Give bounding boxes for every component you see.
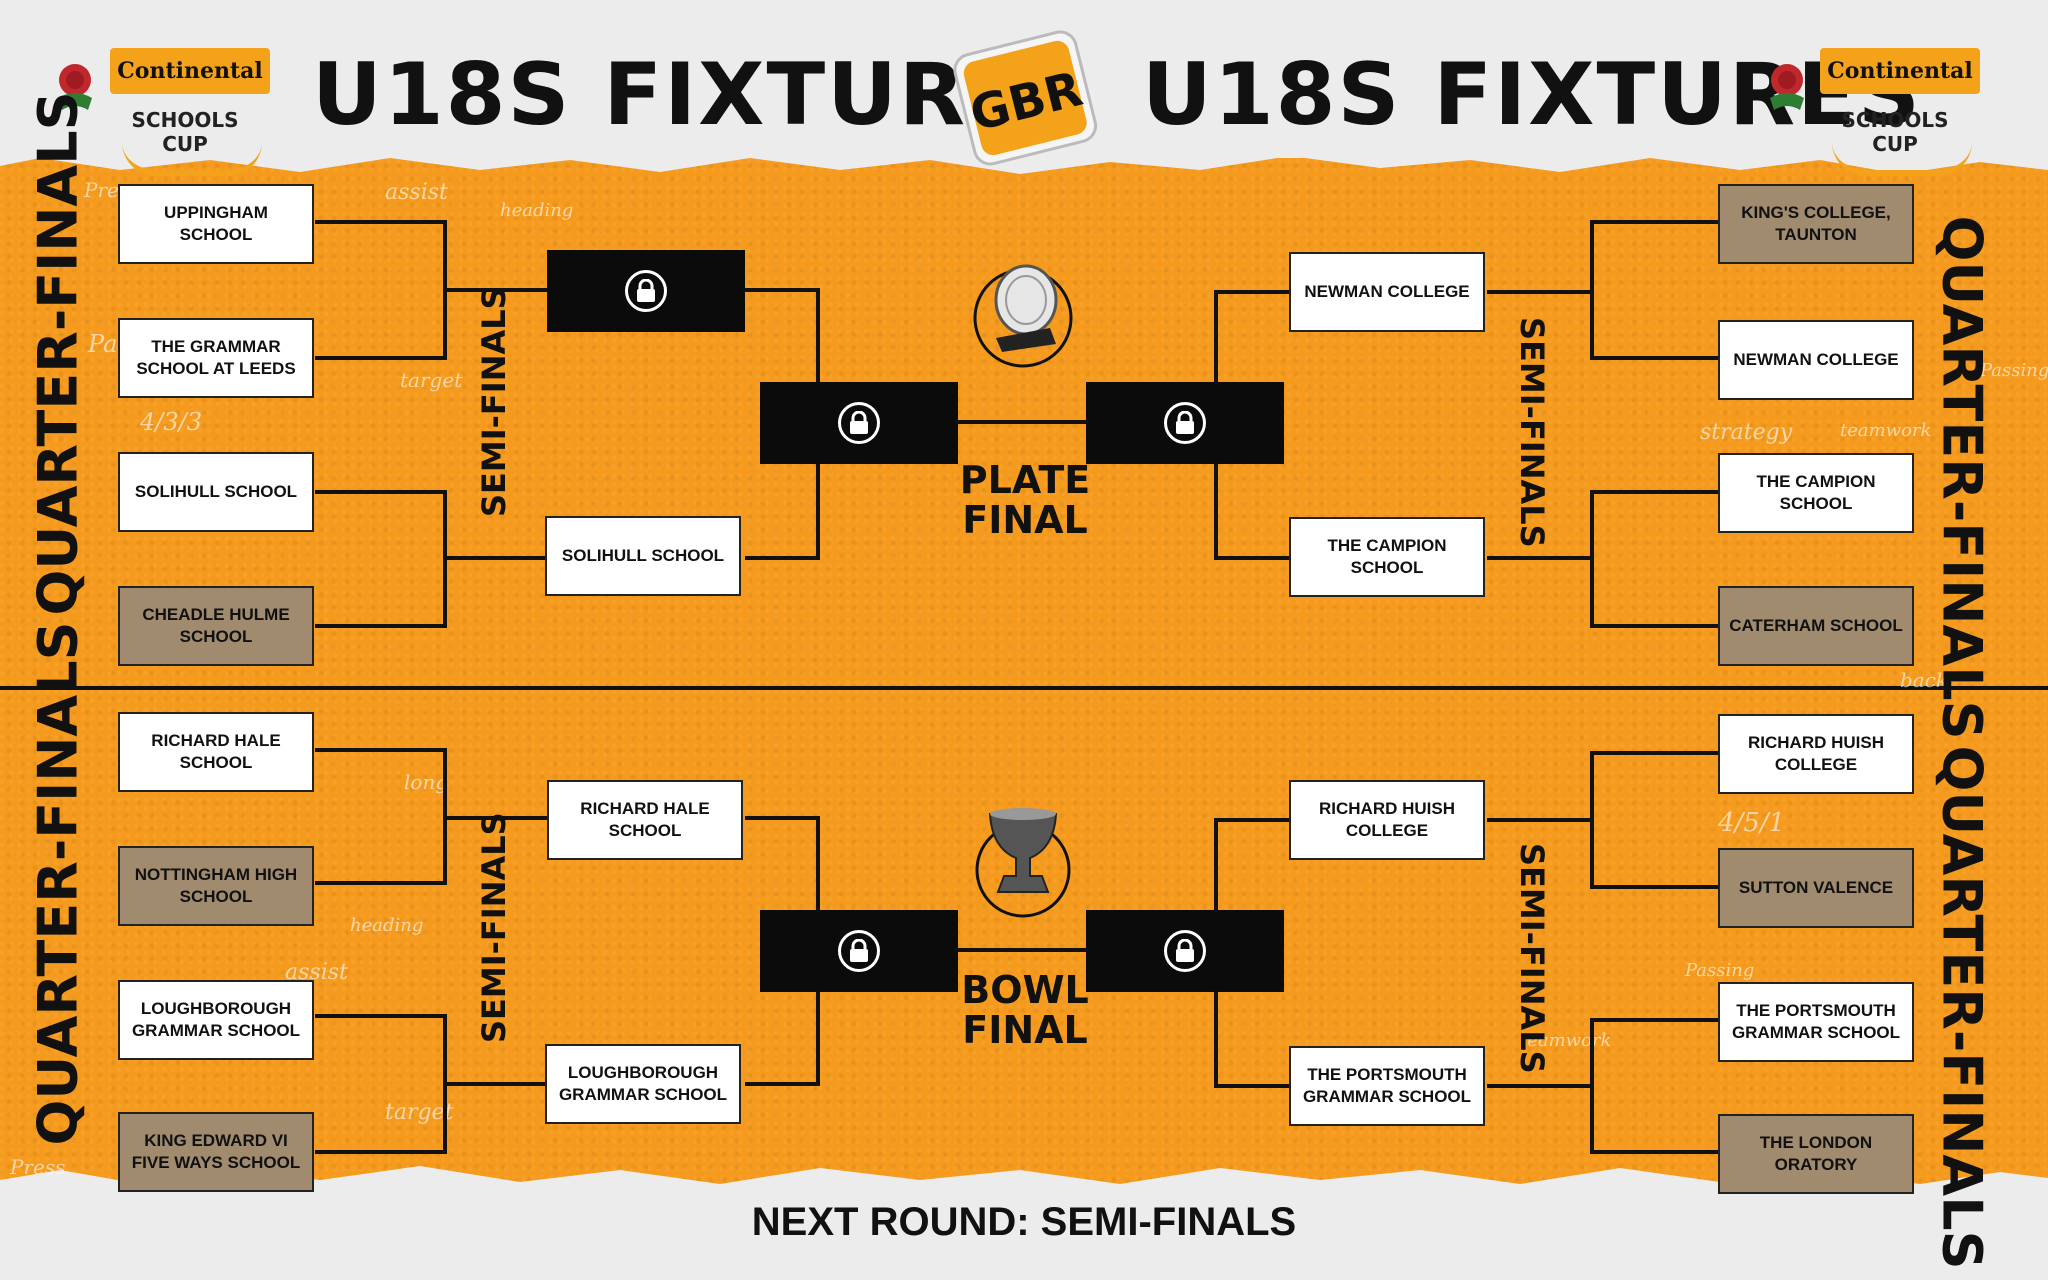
- team-box: UPPINGHAM SCHOOL: [118, 184, 314, 264]
- scribble-text: target: [400, 368, 463, 392]
- rose-icon: [58, 64, 92, 110]
- scribble-text: heading: [500, 200, 574, 221]
- continental-logo: Continental: [110, 48, 270, 94]
- team-box-eliminated: THE LONDON ORATORY: [1718, 1114, 1914, 1194]
- team-box: RICHARD HUISH COLLEGE: [1289, 780, 1485, 860]
- team-box: THE PORTSMOUTH GRAMMAR SCHOOL: [1289, 1046, 1485, 1126]
- quarter-finals-label: QUARTER-FINALS: [26, 621, 90, 1146]
- rose-icon: [1770, 64, 1804, 110]
- team-box-eliminated: CATERHAM SCHOOL: [1718, 586, 1914, 666]
- torn-paper-edge-bottom: [0, 1166, 2048, 1210]
- swoosh-icon: [1832, 142, 1972, 176]
- scribble-text: assist: [385, 180, 448, 205]
- semi-finals-label: SEMI-FINALS: [475, 812, 513, 1043]
- team-box: SOLIHULL SCHOOL: [118, 452, 314, 532]
- continental-logo: Continental: [1820, 48, 1980, 94]
- team-box: SOLIHULL SCHOOL: [545, 516, 741, 596]
- semi-finals-label: SEMI-FINALS: [475, 286, 513, 517]
- scribble-text: teamwork: [1520, 1030, 1612, 1051]
- team-box: LOUGHBOROUGH GRAMMAR SCHOOL: [545, 1044, 741, 1124]
- team-box-eliminated: NOTTINGHAM HIGH SCHOOL: [118, 846, 314, 926]
- locked-slot: [1086, 382, 1284, 464]
- team-box: NEWMAN COLLEGE: [1718, 320, 1914, 400]
- team-box: RICHARD HALE SCHOOL: [118, 712, 314, 792]
- plate-trophy-icon: [973, 264, 1073, 368]
- team-box-eliminated: KING EDWARD VI FIVE WAYS SCHOOL: [118, 1112, 314, 1192]
- semi-finals-label: SEMI-FINALS: [1513, 843, 1551, 1074]
- plate-final-label: PLATE FINAL: [945, 460, 1105, 540]
- locked-slot: [760, 910, 958, 992]
- gbr-logo: GBR: [953, 30, 1098, 166]
- scribble-text: Press: [10, 1155, 66, 1179]
- scribble-text: Passing: [1980, 360, 2048, 381]
- team-box: THE GRAMMAR SCHOOL AT LEEDS: [118, 318, 314, 398]
- team-box: NEWMAN COLLEGE: [1289, 252, 1485, 332]
- lock-icon: [625, 270, 667, 312]
- scribble-text: back: [1900, 668, 1949, 692]
- quarter-finals-label: QUARTER-FINALS: [26, 91, 90, 616]
- team-box: RICHARD HALE SCHOOL: [547, 780, 743, 860]
- final-label-line: FINAL: [962, 498, 1088, 542]
- scribble-text: heading: [350, 915, 424, 936]
- schools-cup-label: SCHOOLS CUP: [131, 108, 239, 156]
- scribble-text: target: [385, 1100, 454, 1125]
- team-box-eliminated: CHEADLE HULME SCHOOL: [118, 586, 314, 666]
- lock-icon: [1164, 402, 1206, 444]
- locked-slot: [760, 382, 958, 464]
- team-box: THE CAMPION SCHOOL: [1718, 453, 1914, 533]
- lock-icon: [838, 930, 880, 972]
- bowl-final-label: BOWL FINAL: [945, 970, 1105, 1050]
- team-box: RICHARD HUISH COLLEGE: [1718, 714, 1914, 794]
- locked-slot: [1086, 910, 1284, 992]
- sponsor-logo-left: Continental SCHOOLS CUP: [50, 18, 280, 176]
- scribble-text: 4/3/3: [140, 408, 202, 436]
- scribble-text: long: [404, 770, 449, 794]
- team-box-eliminated: SUTTON VALENCE: [1718, 848, 1914, 928]
- team-box: THE CAMPION SCHOOL: [1289, 517, 1485, 597]
- final-label-line: PLATE: [959, 458, 1091, 502]
- final-label-line: BOWL: [961, 968, 1089, 1012]
- sponsor-logo-right: Continental SCHOOLS CUP: [1758, 18, 1988, 176]
- scribble-text: 4/5/1: [1718, 808, 1786, 838]
- lock-icon: [1164, 930, 1206, 972]
- team-box: THE PORTSMOUTH GRAMMAR SCHOOL: [1718, 982, 1914, 1062]
- scribble-text: Passing: [1685, 960, 1755, 981]
- final-label-line: FINAL: [962, 1008, 1088, 1052]
- next-round-caption: NEXT ROUND: SEMI-FINALS: [751, 1200, 1297, 1244]
- scribble-text: teamwork: [1840, 420, 1932, 441]
- scribble-text: strategy: [1700, 420, 1793, 445]
- bowl-trophy-icon: [975, 808, 1071, 918]
- lock-icon: [838, 402, 880, 444]
- scribble-text: Pa: [88, 330, 118, 358]
- semi-finals-label: SEMI-FINALS: [1513, 317, 1551, 548]
- swoosh-icon: [122, 142, 262, 176]
- quarter-finals-label: QUARTER-FINALS: [1930, 745, 1994, 1270]
- team-box: LOUGHBOROUGH GRAMMAR SCHOOL: [118, 980, 314, 1060]
- team-box-eliminated: KING'S COLLEGE, TAUNTON: [1718, 184, 1914, 264]
- section-divider: [0, 686, 2048, 690]
- locked-slot: [547, 250, 745, 332]
- quarter-finals-label: QUARTER-FINALS: [1930, 215, 1994, 740]
